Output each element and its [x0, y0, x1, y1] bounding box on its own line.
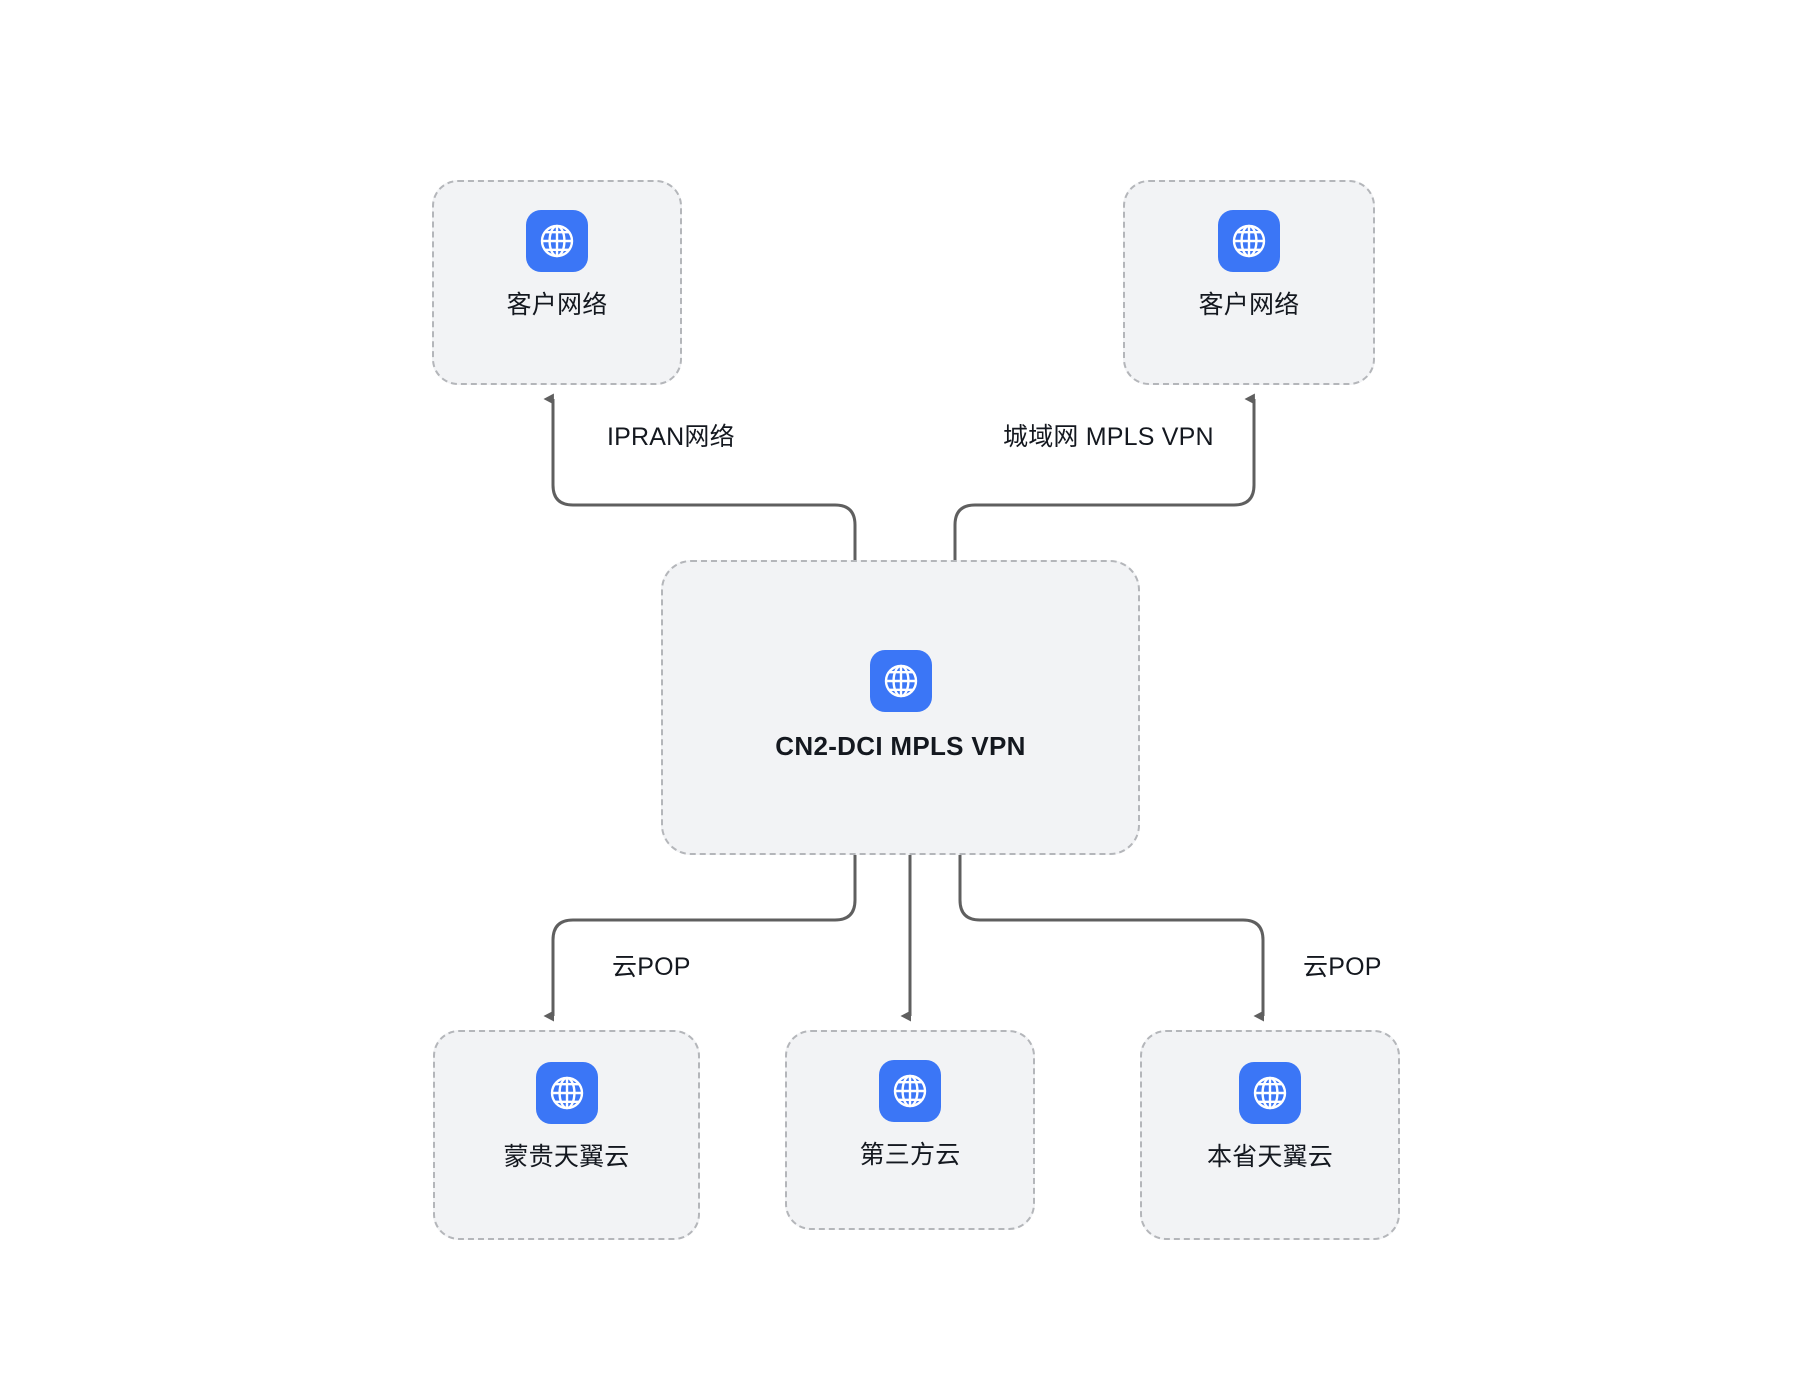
globe-icon	[869, 650, 932, 712]
node-customer-network-right[interactable]: 客户网络	[1123, 180, 1375, 385]
globe-icon	[1239, 1062, 1301, 1124]
node-label: 蒙贵天翼云	[503, 1143, 630, 1171]
node-customer-network-left[interactable]: 客户网络	[432, 180, 682, 385]
globe-icon	[526, 210, 588, 272]
globe-icon	[535, 1062, 598, 1124]
node-label: 客户网络	[1198, 291, 1300, 319]
node-province-tianyi-cloud[interactable]: 本省天翼云	[1140, 1030, 1400, 1240]
node-menggui-tianyi-cloud[interactable]: 蒙贵天翼云	[433, 1030, 700, 1240]
globe-icon	[879, 1060, 941, 1122]
node-label: 第三方云	[859, 1141, 961, 1169]
edge-label-metro-mpls-vpn: 城域网 MPLS VPN	[1003, 423, 1214, 451]
node-third-party-cloud[interactable]: 第三方云	[785, 1030, 1035, 1230]
node-label: CN2-DCI MPLS VPN	[775, 731, 1026, 761]
connector-cloud-pop-left	[543, 855, 857, 1022]
edge-label-cloud-pop-right: 云POP	[1303, 953, 1382, 981]
edge-label-ipran: IPRAN网络	[607, 423, 735, 451]
node-cn2-dci-mpls-vpn[interactable]: CN2-DCI MPLS VPN	[661, 560, 1140, 855]
edge-label-cloud-pop-left: 云POP	[612, 953, 691, 981]
globe-icon	[1218, 210, 1280, 272]
connector-cloud-pop-right	[958, 855, 1265, 1022]
node-label: 客户网络	[506, 291, 608, 319]
node-label: 本省天翼云	[1206, 1143, 1333, 1171]
